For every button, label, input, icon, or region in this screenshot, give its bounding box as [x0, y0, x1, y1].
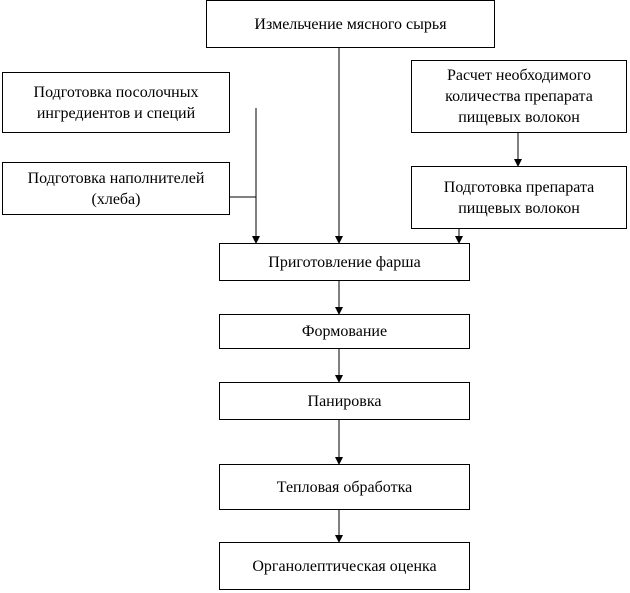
step-brine-ingredients-line-2: ингредиентов и специй — [36, 104, 196, 122]
step-fiber-calc-line-1: Расчет необходимого — [446, 67, 592, 84]
step-forming: Формование — [219, 314, 470, 349]
step-fiber-calc-line-2: количества препарата — [445, 88, 593, 105]
step-forming-label: Формование — [301, 323, 388, 340]
step-fiber-prep-text: Подготовка препарата пищевых волокон — [444, 177, 594, 219]
step-fiber-prep-line-1: Подготовка препарата — [443, 178, 595, 196]
step-brine-ingredients-text: Подготовка посолочных ингредиентов и спе… — [34, 82, 199, 124]
step-fiber-calc-line-3: пищевых волокон — [458, 109, 580, 126]
step-breading: Панировка — [219, 382, 470, 420]
step-mince-raw-meat-label: Измельчение мясного сырья — [254, 15, 447, 33]
step-brine-ingredients-line-1: Подготовка посолочных — [33, 83, 199, 101]
step-forcemeat: Приготовление фарша — [219, 243, 470, 281]
step-brine-ingredients: Подготовка посолочных ингредиентов и спе… — [2, 72, 230, 133]
step-mince-raw-meat: Измельчение мясного сырья — [206, 0, 495, 48]
step-filler-prep-line-1: Подготовка наполнителей — [27, 169, 205, 187]
step-fiber-prep-line-2: пищевых волокон — [458, 199, 580, 217]
step-heat-treatment: Тепловая обработка — [219, 464, 470, 510]
step-sensory-evaluation: Органолептическая оценка — [219, 542, 470, 590]
step-fiber-prep: Подготовка препарата пищевых волокон — [411, 166, 627, 229]
step-fiber-calc-text: Расчет необходимого количества препарата… — [445, 65, 593, 128]
step-breading-label: Панировка — [307, 392, 382, 410]
step-filler-prep-text: Подготовка наполнителей (хлеба) — [28, 168, 205, 210]
step-filler-prep: Подготовка наполнителей (хлеба) — [2, 162, 230, 215]
step-heat-treatment-label: Тепловая обработка — [276, 478, 413, 496]
step-filler-prep-line-2: (хлеба) — [91, 190, 141, 208]
step-fiber-calc: Расчет необходимого количества препарата… — [411, 60, 627, 133]
step-forcemeat-label: Приготовление фарша — [268, 253, 421, 271]
step-sensory-evaluation-label: Органолептическая оценка — [252, 557, 437, 575]
